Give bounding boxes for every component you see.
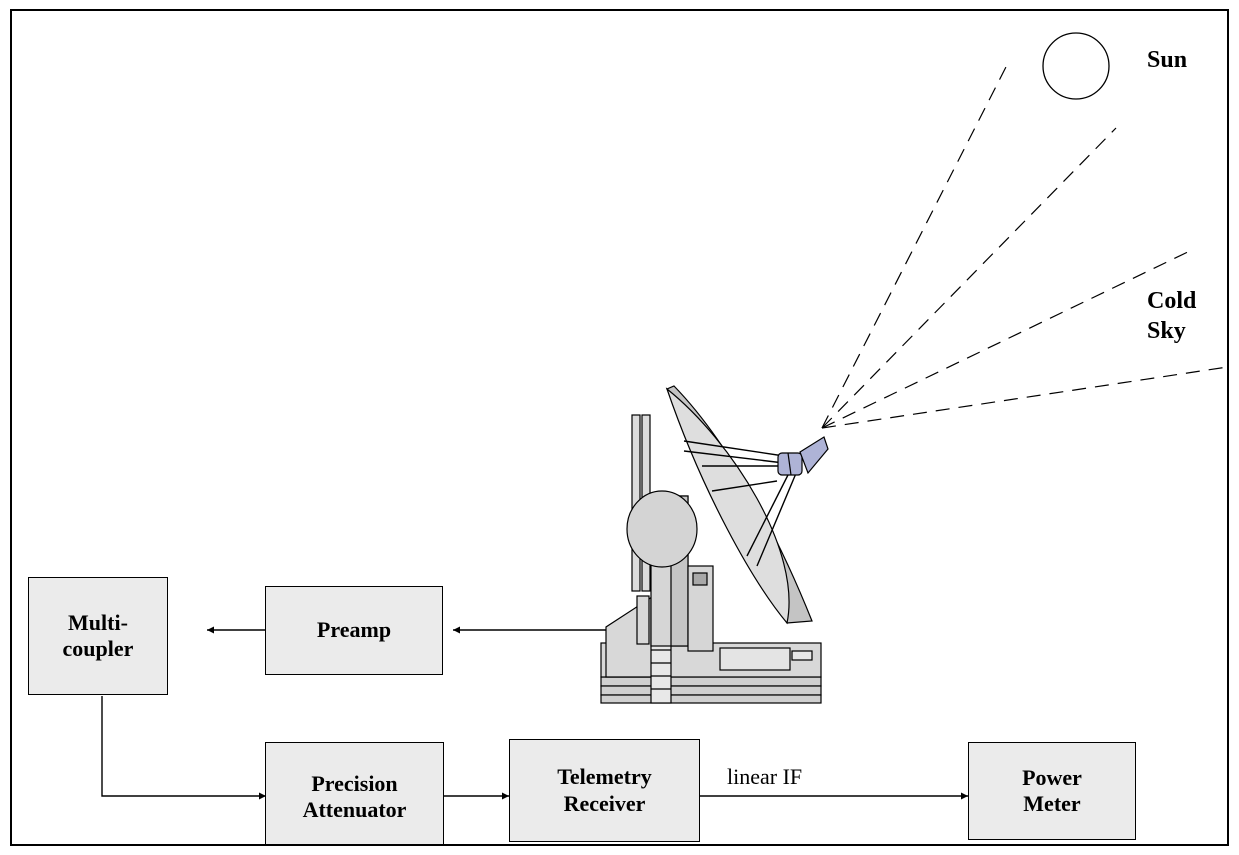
signal-path-diagram — [101, 32, 1227, 800]
precision-attenuator-label: Precision Attenuator — [302, 770, 407, 822]
preamp-block: Preamp — [265, 586, 443, 675]
telemetry-receiver-block: Telemetry Receiver — [509, 739, 700, 842]
cold-sky-label: Cold Sky — [1147, 288, 1197, 344]
sight-lines — [821, 62, 1227, 429]
telemetry-receiver-label: Telemetry Receiver — [557, 764, 652, 816]
sight-line-sky-upper — [821, 248, 1195, 429]
sight-line-sun-left — [821, 62, 1009, 429]
antenna-icon — [600, 385, 829, 704]
power-meter-block: Power Meter — [968, 742, 1136, 840]
connections — [101, 626, 968, 800]
multicoupler-block: Multi- coupler — [28, 577, 168, 695]
preamp-label: Preamp — [316, 617, 392, 643]
power-meter-label: Power Meter — [1022, 764, 1082, 816]
diagram-frame: Sun Cold Sky linear IF Multi- coupler Pr… — [10, 9, 1229, 846]
multicoupler-label: Multi- coupler — [62, 609, 134, 661]
multicoupler-to-attenuator-line — [101, 696, 266, 800]
precision-attenuator-block: Precision Attenuator — [265, 742, 444, 844]
sun-icon — [1042, 32, 1110, 100]
sight-line-sky-lower — [821, 366, 1227, 429]
linear-if-label: linear IF — [727, 764, 803, 789]
sight-line-sun-right — [821, 127, 1117, 429]
sun-label: Sun — [1147, 47, 1188, 73]
